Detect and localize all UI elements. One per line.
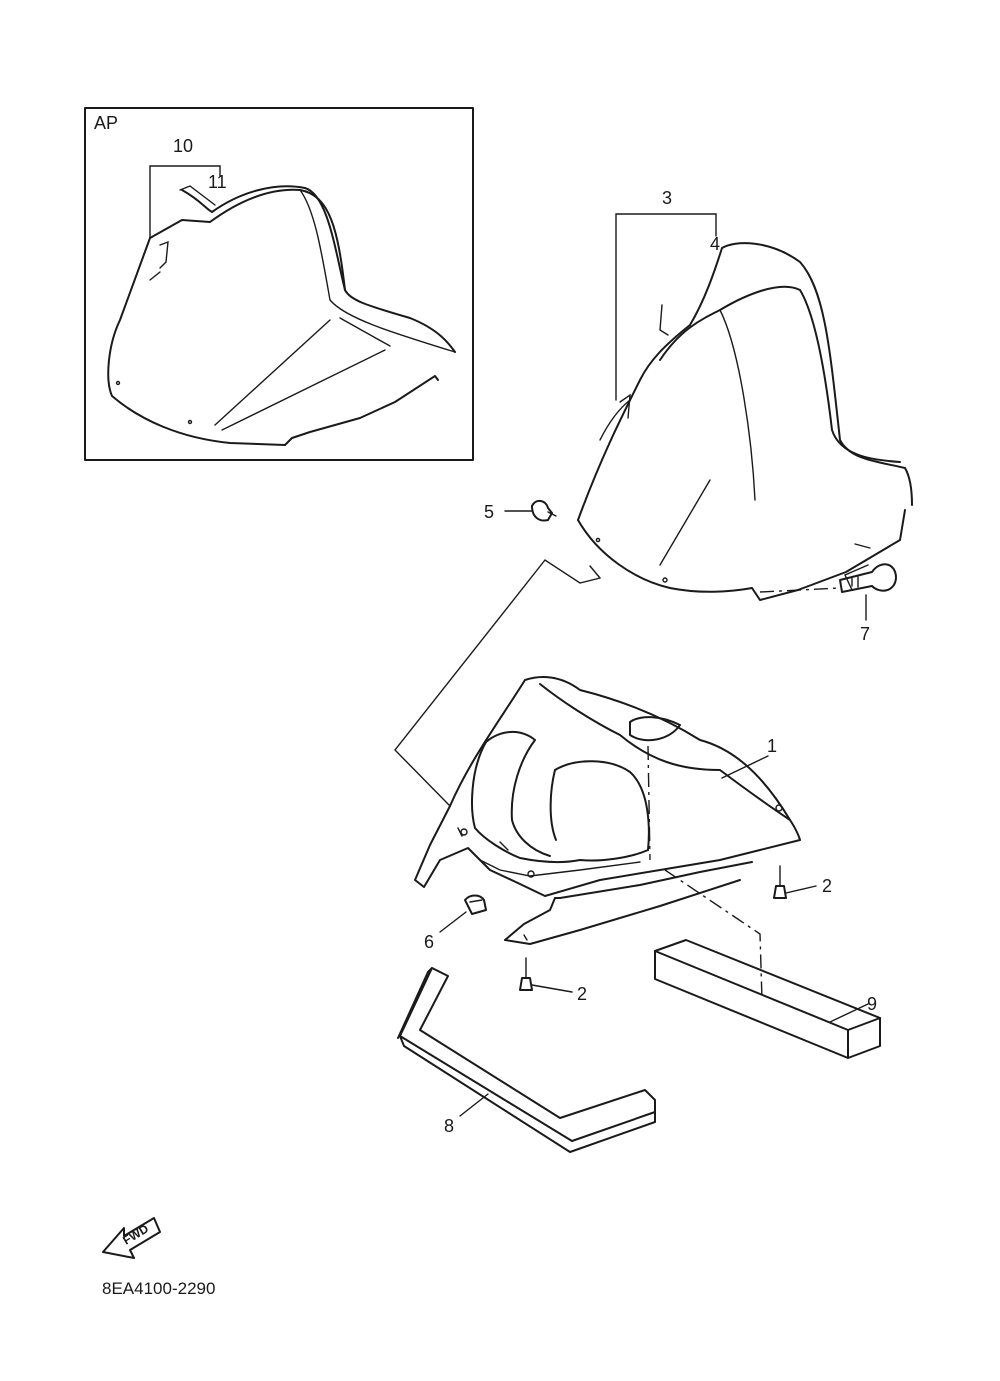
inset-label: AP — [94, 113, 118, 133]
windshield — [577, 242, 913, 601]
callout-9: 9 — [867, 994, 877, 1014]
guide-line-left — [394, 559, 602, 807]
callout-1: 1 — [767, 736, 777, 756]
inset-windshield — [107, 185, 456, 446]
cowling — [414, 676, 801, 897]
callout-4: 4 — [710, 234, 720, 254]
rivet-7 — [839, 563, 897, 621]
callout-3-bracket — [615, 213, 717, 401]
callout-7: 7 — [860, 624, 870, 644]
drawing-number: 8EA4100-2290 — [102, 1279, 215, 1298]
callout-2-right: 2 — [822, 876, 832, 896]
screw-6 — [439, 894, 487, 933]
lower-trim — [504, 861, 753, 945]
bolt-5 — [504, 500, 557, 522]
callout-3: 3 — [662, 188, 672, 208]
forward-arrow-icon: FWD — [102, 1217, 161, 1259]
callout-11: 11 — [208, 172, 227, 192]
callout-6: 6 — [424, 932, 434, 952]
bolt-2-left — [519, 957, 573, 993]
callout-10: 10 — [173, 136, 193, 156]
seal-strip-8 — [397, 967, 656, 1153]
inset-ap: AP 10 11 — [84, 107, 474, 461]
foam-block-9 — [654, 939, 881, 1059]
callout-2-left: 2 — [577, 984, 587, 1004]
forward-label: FWD — [120, 1221, 151, 1247]
guide-line-right — [664, 869, 763, 1001]
callout-10-bracket — [149, 165, 221, 239]
bolt-2-right — [773, 865, 817, 899]
callout-5: 5 — [484, 502, 494, 522]
inset-frame — [84, 107, 474, 461]
callout-8: 8 — [444, 1116, 454, 1136]
